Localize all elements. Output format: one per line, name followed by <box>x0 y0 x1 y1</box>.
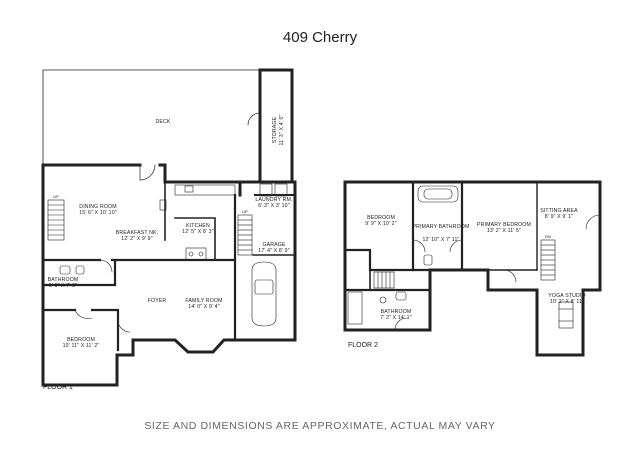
room-dims-bathroom-1: 6' 9" X 7' 8" <box>49 283 77 289</box>
room-dims-bedroom-1: 10' 11" X 11' 2" <box>63 343 100 349</box>
room-label-family: FAMILY ROOM <box>185 298 222 304</box>
stair-dn-label: DN <box>545 234 551 239</box>
room-dims-laundry: 6' 3" X 3' 10" <box>258 203 289 209</box>
room-dims-sitting-area: 8' 9" X 9' 1" <box>545 214 573 220</box>
room-dims-family: 14' 0" X 9' 4" <box>188 304 219 310</box>
stair-labels: UP UP DN <box>53 194 551 239</box>
room-dims-bathroom-2: 7' 2" X 14' 1" <box>380 315 411 321</box>
room-label-bathroom-1: BATHROOM <box>48 277 79 283</box>
floor-1-walls <box>41 68 297 387</box>
room-dims-primary-bathroom: 12' 10" X 7' 11" <box>422 237 459 243</box>
room-dims-yoga-studio: 10' 2" X 8' 11" <box>550 299 584 305</box>
room-label-garage: GARAGE <box>262 242 285 248</box>
room-label-bathroom-2: BATHROOM <box>381 309 412 315</box>
room-dims-storage: 11' 3" X 4' 0" <box>279 114 285 145</box>
floor-2-room-labels: BEDROOM 9' 9" X 10' 2" PRIMARY BATHROOM … <box>348 208 586 349</box>
room-label-breakfast: BREAKFAST NK. <box>116 230 159 236</box>
floor-1-room-labels: DECK STORAGE 11' 3" X 4' 0" LAUNDRY RM. … <box>43 114 292 391</box>
room-label-kitchen: KITCHEN <box>186 223 210 229</box>
disclaimer-text: SIZE AND DIMENSIONS ARE APPROXIMATE, ACT… <box>144 420 496 432</box>
stair-up-label: UP <box>242 209 248 214</box>
floor-2-walls <box>343 180 602 357</box>
room-dims-breakfast: 12' 2" X 9' 9" <box>121 236 152 242</box>
room-dims-dining: 15' 6" X 10' 10" <box>79 210 116 216</box>
room-dims-primary-bedroom: 13' 2" X 11' 5" <box>487 228 521 234</box>
room-label-bedroom-2: BEDROOM <box>367 215 395 221</box>
room-label-laundry: LAUNDRY RM. <box>255 197 292 203</box>
floor-plan-drawing: DECK STORAGE 11' 3" X 4' 0" LAUNDRY RM. … <box>41 68 602 391</box>
floor-2-label: FLOOR 2 <box>348 342 378 349</box>
room-label-yoga-studio: YOGA STUDIO <box>548 293 585 299</box>
room-dims-bedroom-2: 9' 9" X 10' 2" <box>365 221 396 227</box>
plan-title: 409 Cherry <box>282 29 358 46</box>
room-dims-garage: 17' 4" X 8' 9" <box>258 248 289 254</box>
room-label-dining: DINING ROOM <box>79 204 116 210</box>
stair-up-label: UP <box>53 194 59 199</box>
floor-1-label: FLOOR 1 <box>43 384 73 391</box>
room-dims-kitchen: 12' 5" X 8' 3" <box>182 229 213 235</box>
room-label-deck: DECK <box>155 119 170 125</box>
room-label-foyer: FOYER <box>148 298 167 304</box>
room-label-sitting-area: SITTING AREA <box>540 208 578 214</box>
room-label-storage: STORAGE <box>272 116 278 143</box>
room-label-bedroom-1: BEDROOM <box>67 337 95 343</box>
room-label-primary-bathroom: PRIMARY BATHROOM <box>413 224 470 230</box>
room-label-primary-bedroom: PRIMARY BEDROOM <box>477 222 531 228</box>
